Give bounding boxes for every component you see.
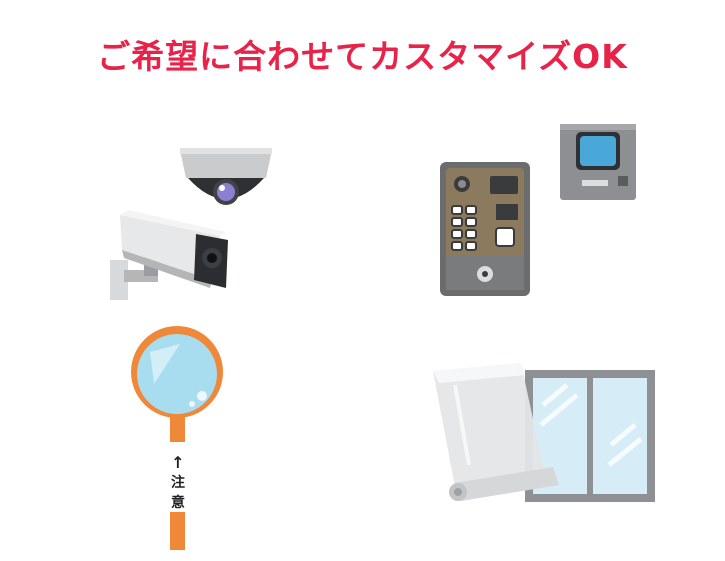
caution-char-2: 意 xyxy=(171,495,185,511)
traffic-mirror-icon xyxy=(131,326,223,550)
window-film-icon xyxy=(433,363,655,502)
mirror-caution-label: ↑ 注 意 xyxy=(168,455,188,513)
intercom-icon xyxy=(440,124,636,296)
security-camera-icon xyxy=(110,148,272,300)
page-title: ご希望に合わせてカスタマイズOK xyxy=(97,37,628,76)
caution-char-1: 注 xyxy=(171,475,185,491)
arrow-up-icon: ↑ xyxy=(171,453,185,472)
